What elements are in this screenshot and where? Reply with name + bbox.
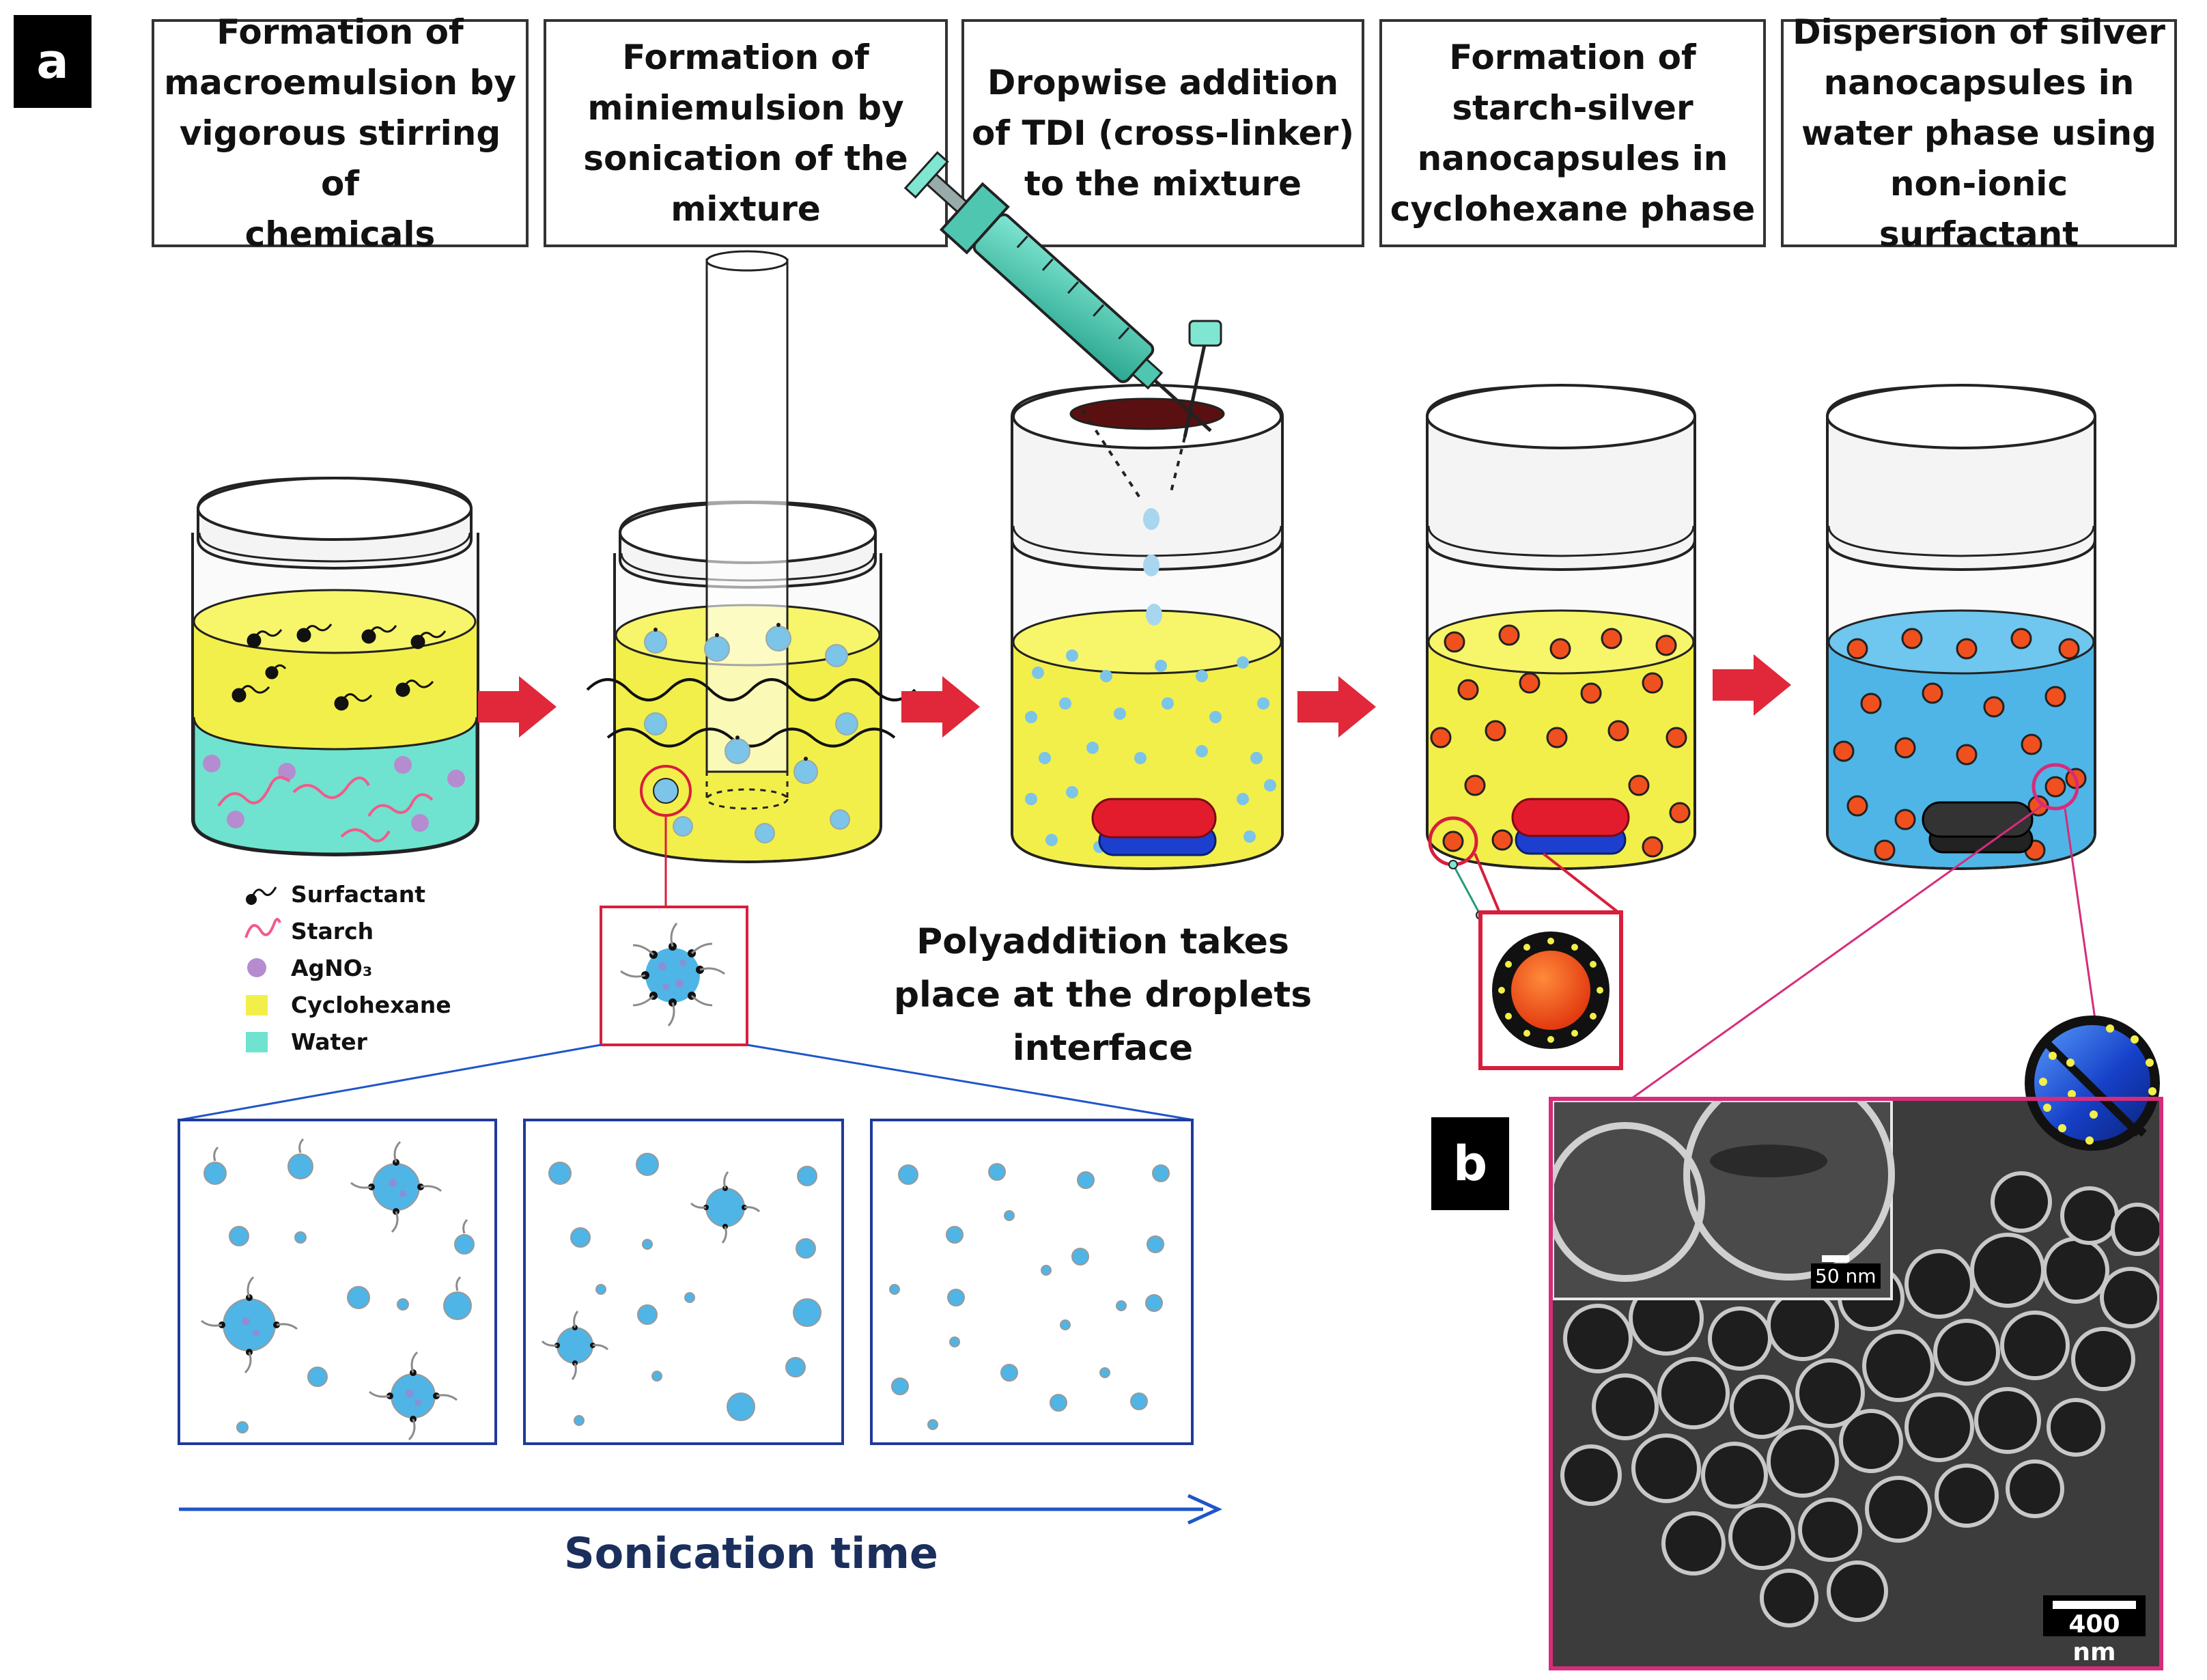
step-text-line: chemicals <box>244 214 436 254</box>
sem-scale-inset-label: 50 nm <box>1811 1263 1881 1289</box>
step-text-line: Formation of <box>622 38 869 77</box>
step-text-line: nanocapsules in <box>1417 139 1728 178</box>
vial-tdi-addition <box>903 151 1284 871</box>
legend: Surfactant Starch AgNO₃ Cyclohexane Wate… <box>205 876 451 1060</box>
legend-item-surfactant: Surfactant <box>205 876 451 912</box>
starch-icon <box>243 917 281 944</box>
micelles-large <box>203 1153 475 1433</box>
water-swatch <box>243 1028 281 1055</box>
step-text-line: of TDI (cross-linker) <box>971 113 1355 153</box>
step-text-line: nanocapsules in <box>1823 63 2135 102</box>
step-text-line: mixture <box>671 189 821 229</box>
encapsulated-sphere-icon <box>2025 1016 2160 1151</box>
agno3-dot-icon <box>243 954 281 981</box>
vial-nanocapsules-cyclohexane <box>1426 384 1696 1070</box>
surfactant-icon <box>243 880 281 908</box>
step-text-line: Dropwise addition <box>987 63 1339 102</box>
caption-line: interface <box>1012 1028 1194 1069</box>
step-box-tdi-addition: Dropwise addition of TDI (cross-linker) … <box>961 19 1364 247</box>
legend-label: Starch <box>291 917 374 944</box>
step-text-line: sonication of the <box>583 139 908 178</box>
arrow-step-3 <box>1297 676 1376 738</box>
legend-item-cyclohexane: Cyclohexane <box>205 986 451 1023</box>
cyclohexane-swatch <box>243 991 281 1018</box>
step-box-miniemulsion: Formation of miniemulsion by sonication … <box>544 19 948 247</box>
step-text-line: Dispersion of silver <box>1793 12 2165 52</box>
legend-item-agno3: AgNO₃ <box>205 949 451 986</box>
legend-item-starch: Starch <box>205 912 451 949</box>
caption-line: place at the droplets <box>893 975 1312 1016</box>
legend-label: AgNO₃ <box>291 954 373 981</box>
step-text-line: to the mixture <box>1024 164 1302 204</box>
step-text-line: macroemulsion by <box>164 63 516 102</box>
step-text-line: water phase using <box>1801 113 2156 153</box>
polyaddition-caption: Polyaddition takes place at the droplets… <box>881 915 1325 1075</box>
legend-label: Cyclohexane <box>291 991 451 1018</box>
micelles-medium <box>548 1153 821 1426</box>
legend-label: Surfactant <box>291 880 426 908</box>
panel-label-a: a <box>14 15 92 108</box>
step-text-line: vigorous stirring of <box>179 113 501 204</box>
vial-water-dispersion <box>1631 384 2099 1100</box>
step-text-line: cyclohexane phase <box>1390 189 1756 229</box>
arrow-step-2 <box>901 676 980 738</box>
step-text-line: non-ionic surfactant <box>1879 164 2079 254</box>
arrow-step-4 <box>1713 654 1791 716</box>
sem-scale-main-label: 400 nm <box>2068 1610 2120 1666</box>
step-text-line: Formation of <box>216 12 464 52</box>
panel-label-b: b <box>1431 1117 1509 1210</box>
vial-miniemulsion <box>178 250 1194 1121</box>
step-box-nanocapsule-formation: Formation of starch-silver nanocapsules … <box>1379 19 1766 247</box>
sonication-panels <box>178 1119 1223 1525</box>
step-text-line: Formation of <box>1449 38 1696 77</box>
caption-line: Polyaddition takes <box>916 921 1289 962</box>
vial-macroemulsion <box>191 476 479 857</box>
step-box-water-dispersion: Dispersion of silver nanocapsules in wat… <box>1781 12 2177 254</box>
step-text-line: miniemulsion by <box>587 88 904 128</box>
legend-item-water: Water <box>205 1023 451 1060</box>
micelles-small <box>889 1163 1170 1430</box>
step-box-macroemulsion: Formation of macroemulsion by vigorous s… <box>152 12 529 254</box>
sonication-time-label: Sonication time <box>564 1528 938 1578</box>
step-text-line: starch-silver <box>1452 88 1693 128</box>
arrow-step-1 <box>478 676 557 738</box>
legend-label: Water <box>291 1028 367 1055</box>
